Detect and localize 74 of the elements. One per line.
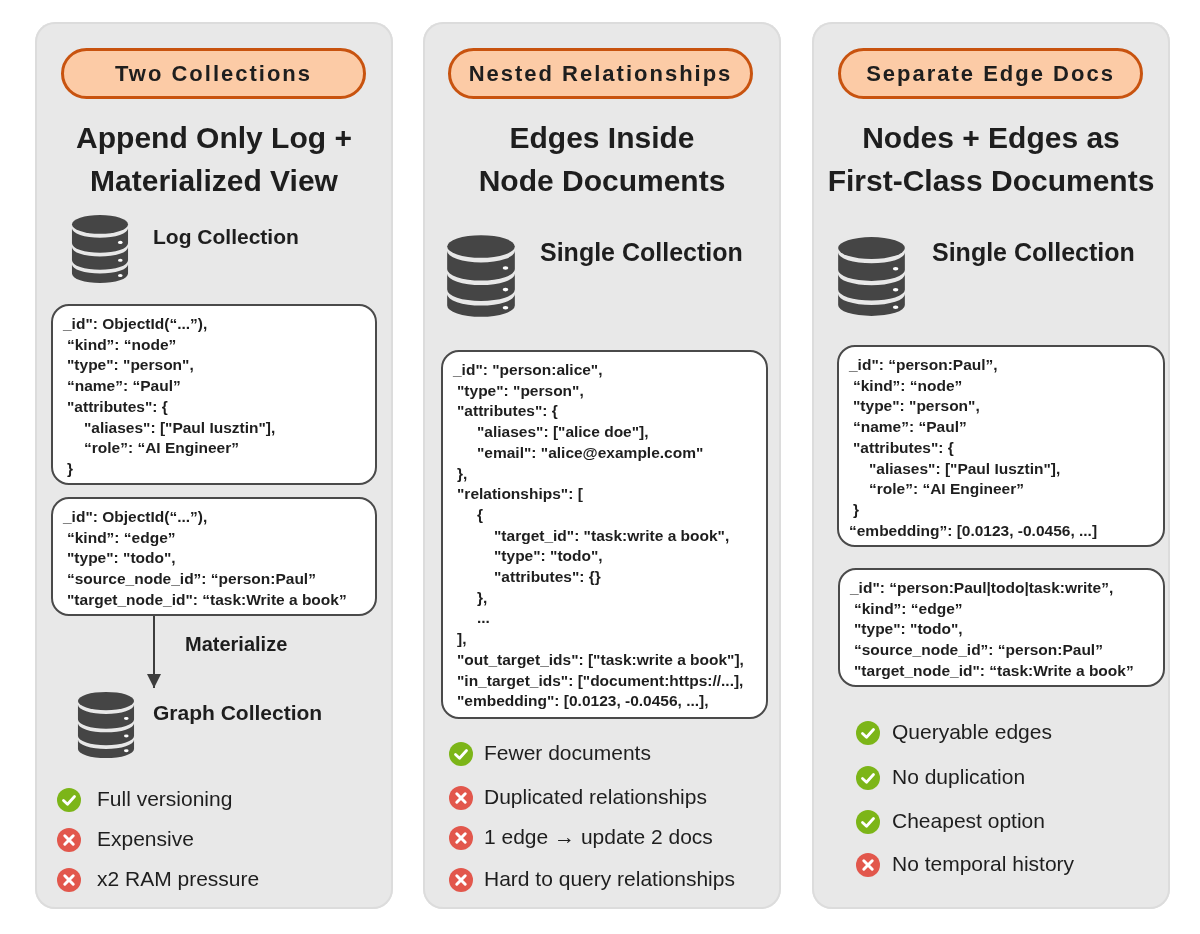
list-item-text: x2 RAM pressure <box>97 867 260 891</box>
category-badge: Separate Edge Docs <box>838 48 1143 99</box>
collection-name: Single Collection <box>540 237 743 267</box>
category-badge: Nested Relationships <box>448 48 753 99</box>
list-item-text: Fewer documents <box>484 741 651 765</box>
code-line: “kind”: “edge” <box>854 598 963 619</box>
code-line: _id": ObjectId(“...”), <box>63 507 208 527</box>
code-line: “source_node_id”: “person:Paul” <box>854 640 1103 661</box>
code-line: "type": "person", <box>67 355 194 376</box>
code-line: "email": "alice@example.com" <box>477 442 704 463</box>
list-item-text: 1 edge → update 2 docs <box>484 825 713 849</box>
arrow <box>147 615 161 689</box>
code-line: “name”: “Paul” <box>853 417 967 438</box>
column-panel <box>423 22 781 909</box>
code-line: "target_node_id": “task:Write a book” <box>854 660 1134 681</box>
panel-heading: Nodes + Edges as First-Class Documents <box>826 120 1156 199</box>
code-line: “embedding”: [0.0123, -0.0456, ...] <box>849 520 1098 541</box>
list-item-text: Expensive <box>97 827 194 851</box>
code-line: } <box>67 458 74 479</box>
code-line: ... <box>477 608 490 629</box>
code-line: “source_node_id”: “person:Paul” <box>67 569 316 590</box>
list-item-text: No duplication <box>892 765 1026 789</box>
list-item-text: Duplicated relationships <box>484 785 707 809</box>
collection-name: Single Collection <box>932 237 1135 267</box>
code-line: "target_id": "task:write a book", <box>494 525 730 546</box>
code-line: "embedding": [0.0123, -0.0456, ...], <box>457 691 709 712</box>
document-card <box>837 345 1165 547</box>
list-item-text: Cheapest option <box>892 809 1045 833</box>
code-line: “kind”: “edge” <box>67 527 176 548</box>
code-line: _id": “person:Paul”, <box>849 355 998 375</box>
document-card <box>441 350 768 719</box>
document-card <box>838 568 1165 687</box>
column-panel <box>812 22 1170 909</box>
code-line: "out_target_ids": ["task:write a book"], <box>457 649 744 670</box>
code-line: } <box>853 499 860 520</box>
code-line: "type": "todo", <box>67 548 176 569</box>
code-line: “role”: “AI Engineer” <box>869 479 1025 500</box>
code-line: "relationships": [ <box>457 484 583 505</box>
code-line: _id": "person:alice", <box>453 360 603 380</box>
code-line: }, <box>477 587 488 608</box>
code-line: “kind”: “node” <box>853 375 963 396</box>
code-line: }, <box>457 463 468 484</box>
list-item-text: Queryable edges <box>892 720 1052 744</box>
panel-heading: Edges Inside Node Documents <box>477 120 727 199</box>
code-line: "aliases": ["alice doe"], <box>477 422 649 443</box>
code-line: "attributes": {} <box>494 567 601 588</box>
collection-name: Log Collection <box>153 223 299 249</box>
code-line: “kind”: “node” <box>67 334 177 355</box>
code-line: "aliases": ["Paul Iusztin"], <box>84 417 276 438</box>
list-item-text: Full versioning <box>97 787 233 811</box>
code-line: "type": "todo", <box>494 546 603 567</box>
code-line: “role”: “AI Engineer” <box>84 438 240 459</box>
list-item-text: No temporal history <box>892 852 1075 876</box>
column-panel <box>35 22 393 909</box>
code-line: "type": "person", <box>457 380 584 401</box>
code-line: "attributes": { <box>457 401 558 422</box>
code-line: _id": ObjectId(“...”), <box>63 314 208 334</box>
code-line: "attributes": { <box>853 437 954 458</box>
code-line: "target_node_id": “task:Write a book” <box>67 589 347 610</box>
code-line: "type": "todo", <box>854 619 963 640</box>
collection-name: Graph Collection <box>153 699 323 725</box>
code-line: “name”: “Paul” <box>67 376 181 397</box>
code-line: ], <box>457 629 467 650</box>
category-badge: Two Collections <box>61 48 366 99</box>
code-line: _id": “person:Paul|todo|task:write”, <box>850 578 1114 598</box>
panel-heading: Append Only Log + Materialized View <box>75 120 353 199</box>
list-item-text: Hard to query relationships <box>484 867 735 891</box>
code-line: "in_target_ids": ["document:https://...], <box>457 670 744 691</box>
code-line: { <box>477 504 484 525</box>
code-line: "type": "person", <box>853 396 980 417</box>
document-card <box>51 304 377 485</box>
code-line: "aliases": ["Paul Iusztin"], <box>869 458 1061 479</box>
code-line: "attributes": { <box>67 396 168 417</box>
document-card <box>51 497 377 616</box>
